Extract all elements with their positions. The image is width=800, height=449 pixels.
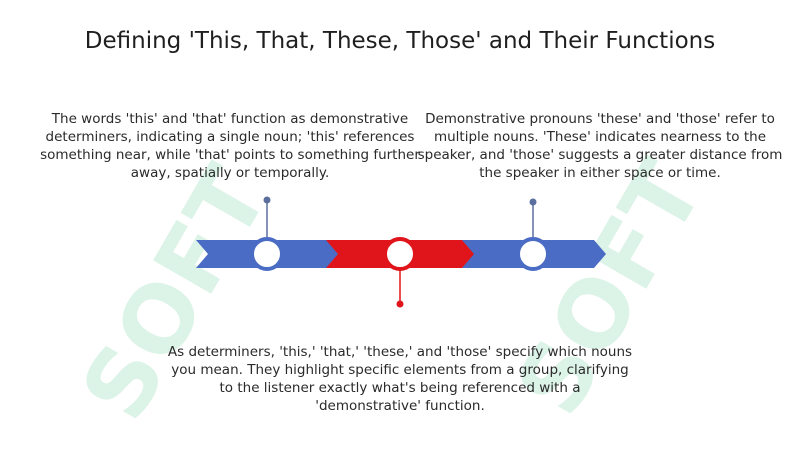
milestone-these-those [516,237,550,271]
connector-left-dot [263,196,271,204]
note-this-that: The words 'this' and 'that' function as … [40,111,420,181]
milestone-this-that [250,237,284,271]
note-determiners: As determiners, 'this,' 'that,' 'these,'… [167,344,633,414]
milestone-determiners [383,237,417,271]
connector-right-dot [529,198,537,206]
note-these-those: Demonstrative pronouns 'these' and 'thos… [417,111,783,181]
connector-bottom-dot [396,300,404,308]
page-title: Defining 'This, That, These, Those' and … [84,28,716,54]
